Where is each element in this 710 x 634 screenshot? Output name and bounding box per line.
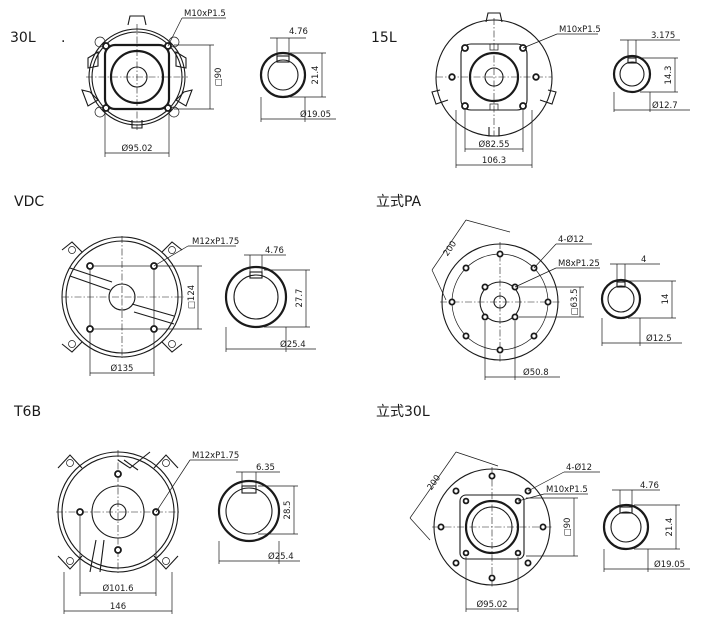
shaft-dia-dim: Ø12.7	[652, 100, 678, 111]
square-dim: □124	[187, 285, 197, 309]
thread-label: M12xP1.75	[192, 451, 239, 461]
holes-label: 4-Ø12	[558, 234, 584, 245]
shaft-section: 4.76 21.4 Ø19.05	[602, 481, 690, 572]
key-depth-dim: 21.4	[311, 66, 321, 85]
shaft-dia-dim: Ø19.05	[300, 109, 331, 120]
holes-label: 4-Ø12	[566, 462, 592, 473]
shaft-section: 4.76 21.4 Ø19.05	[259, 27, 336, 122]
square-dim: □90	[214, 68, 224, 87]
section-title: 30L	[10, 30, 36, 46]
key-depth-dim: 14	[661, 294, 671, 305]
panel-vertical-30L: 立式30L 200 4-Ø12	[376, 404, 690, 612]
stray-mark: .	[61, 30, 65, 46]
square-dim: □63.5	[570, 289, 580, 316]
flange-front-view: M10xP1.5 □90 Ø95.02	[81, 9, 226, 157]
thread-label: M10xP1.5	[546, 485, 588, 495]
section-title: VDC	[14, 194, 44, 210]
shaft-dia-dim: Ø19.05	[654, 559, 685, 570]
shaft-dia-dim: Ø25.4	[280, 339, 306, 350]
panel-15L: 15L M10xP1.5 Ø8	[371, 12, 690, 168]
thread-label: M12xP1.75	[192, 237, 239, 247]
flange-dia-dim: Ø95.02	[121, 143, 152, 154]
panel-vertical-PA: 立式PA 200 4-Ø12	[376, 194, 682, 380]
key-width-dim: 3.175	[651, 31, 675, 41]
square-dim: □90	[563, 518, 573, 537]
panel-T6B: T6B M12xP1.75	[13, 404, 300, 614]
section-title: 立式PA	[376, 194, 422, 210]
shaft-section: 3.175 14.3 Ø12.7	[612, 31, 690, 112]
thread-label: M10xP1.5	[184, 9, 226, 19]
section-title: 15L	[371, 30, 397, 46]
key-width-dim: 4.76	[265, 246, 284, 256]
flange-dia-dim: Ø95.02	[476, 599, 507, 610]
flange-dia-dim: Ø82.55	[478, 139, 509, 150]
shaft-section: 4 14 Ø12.5	[600, 255, 682, 346]
panel-30L: 30L . M10xP1.5	[10, 9, 336, 157]
section-title: 立式30L	[376, 404, 430, 420]
section-title: T6B	[13, 404, 41, 420]
key-width-dim: 6.35	[256, 463, 275, 473]
key-width-dim: 4.76	[289, 27, 308, 37]
panel-VDC: VDC M12xP1.75	[14, 194, 316, 376]
flange-front-view: 200 4-Ø12 M10xP1.5 □90 Ø95.02	[409, 451, 600, 612]
thread-label: M10xP1.5	[559, 25, 601, 35]
span-dim: 200	[426, 473, 444, 492]
key-depth-dim: 28.5	[283, 501, 293, 520]
flange-dia-dim: Ø50.8	[523, 367, 549, 378]
key-width-dim: 4.76	[640, 481, 659, 491]
key-depth-dim: 14.3	[664, 66, 674, 85]
key-depth-dim: 27.7	[295, 289, 305, 308]
thread-label: M8xP1.25	[558, 259, 600, 269]
overall-dim: 106.3	[482, 156, 506, 166]
key-depth-dim: 21.4	[665, 518, 675, 537]
flange-front-view: 200 4-Ø12 M8xP1.25 □63.5 Ø50.8	[431, 219, 600, 380]
flange-front-view: M10xP1.5 Ø82.55 106.3	[431, 12, 601, 168]
overall-dim: 146	[110, 602, 126, 612]
shaft-section: 4.76 27.7 Ø25.4	[224, 246, 316, 352]
shaft-dia-dim: Ø12.5	[646, 333, 672, 344]
shaft-dia-dim: Ø25.4	[268, 551, 294, 562]
flange-front-view: M12xP1.75 □124 Ø135	[61, 236, 239, 376]
flange-dia-dim: Ø101.6	[102, 583, 133, 594]
flange-front-view: M12xP1.75 Ø101.6 146	[56, 450, 239, 614]
key-width-dim: 4	[641, 255, 646, 265]
span-dim: 200	[442, 239, 460, 258]
flange-dia-dim: Ø135	[111, 363, 134, 374]
shaft-section: 6.35 28.5 Ø25.4	[217, 463, 300, 564]
